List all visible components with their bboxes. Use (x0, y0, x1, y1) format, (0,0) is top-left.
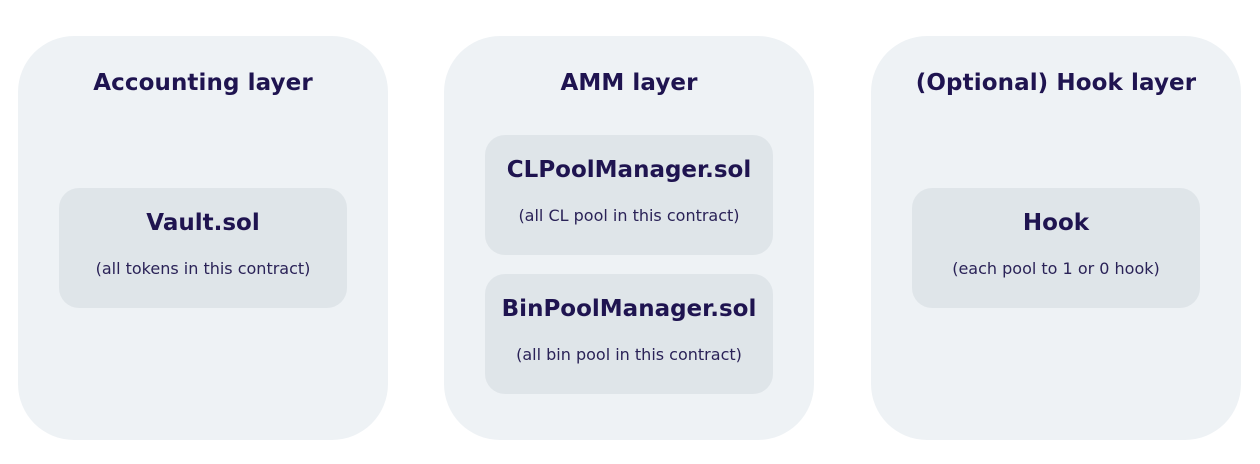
card-title: Hook (1022, 210, 1090, 236)
hook-layer-panel: (Optional) Hook layer Hook (each pool to… (871, 36, 1241, 440)
card-subtitle: (each pool to 1 or 0 hook) (952, 259, 1160, 278)
card-subtitle: (all CL pool in this contract) (518, 206, 740, 225)
vault-contract-card: Vault.sol (all tokens in this contract) (59, 188, 347, 308)
cl-pool-manager-card: CLPoolManager.sol (all CL pool in this c… (485, 135, 773, 255)
layer-title: AMM layer (560, 70, 698, 96)
accounting-layer-panel: Accounting layer Vault.sol (all tokens i… (18, 36, 388, 440)
layer-title: Accounting layer (93, 70, 313, 96)
hook-card: Hook (each pool to 1 or 0 hook) (912, 188, 1200, 308)
card-subtitle: (all bin pool in this contract) (516, 345, 742, 364)
layer-title: (Optional) Hook layer (915, 70, 1197, 96)
amm-layer-panel: AMM layer CLPoolManager.sol (all CL pool… (444, 36, 814, 440)
card-title: CLPoolManager.sol (506, 157, 752, 183)
card-title: BinPoolManager.sol (501, 296, 757, 322)
card-subtitle: (all tokens in this contract) (95, 259, 311, 278)
card-title: Vault.sol (146, 210, 260, 236)
bin-pool-manager-card: BinPoolManager.sol (all bin pool in this… (485, 274, 773, 394)
